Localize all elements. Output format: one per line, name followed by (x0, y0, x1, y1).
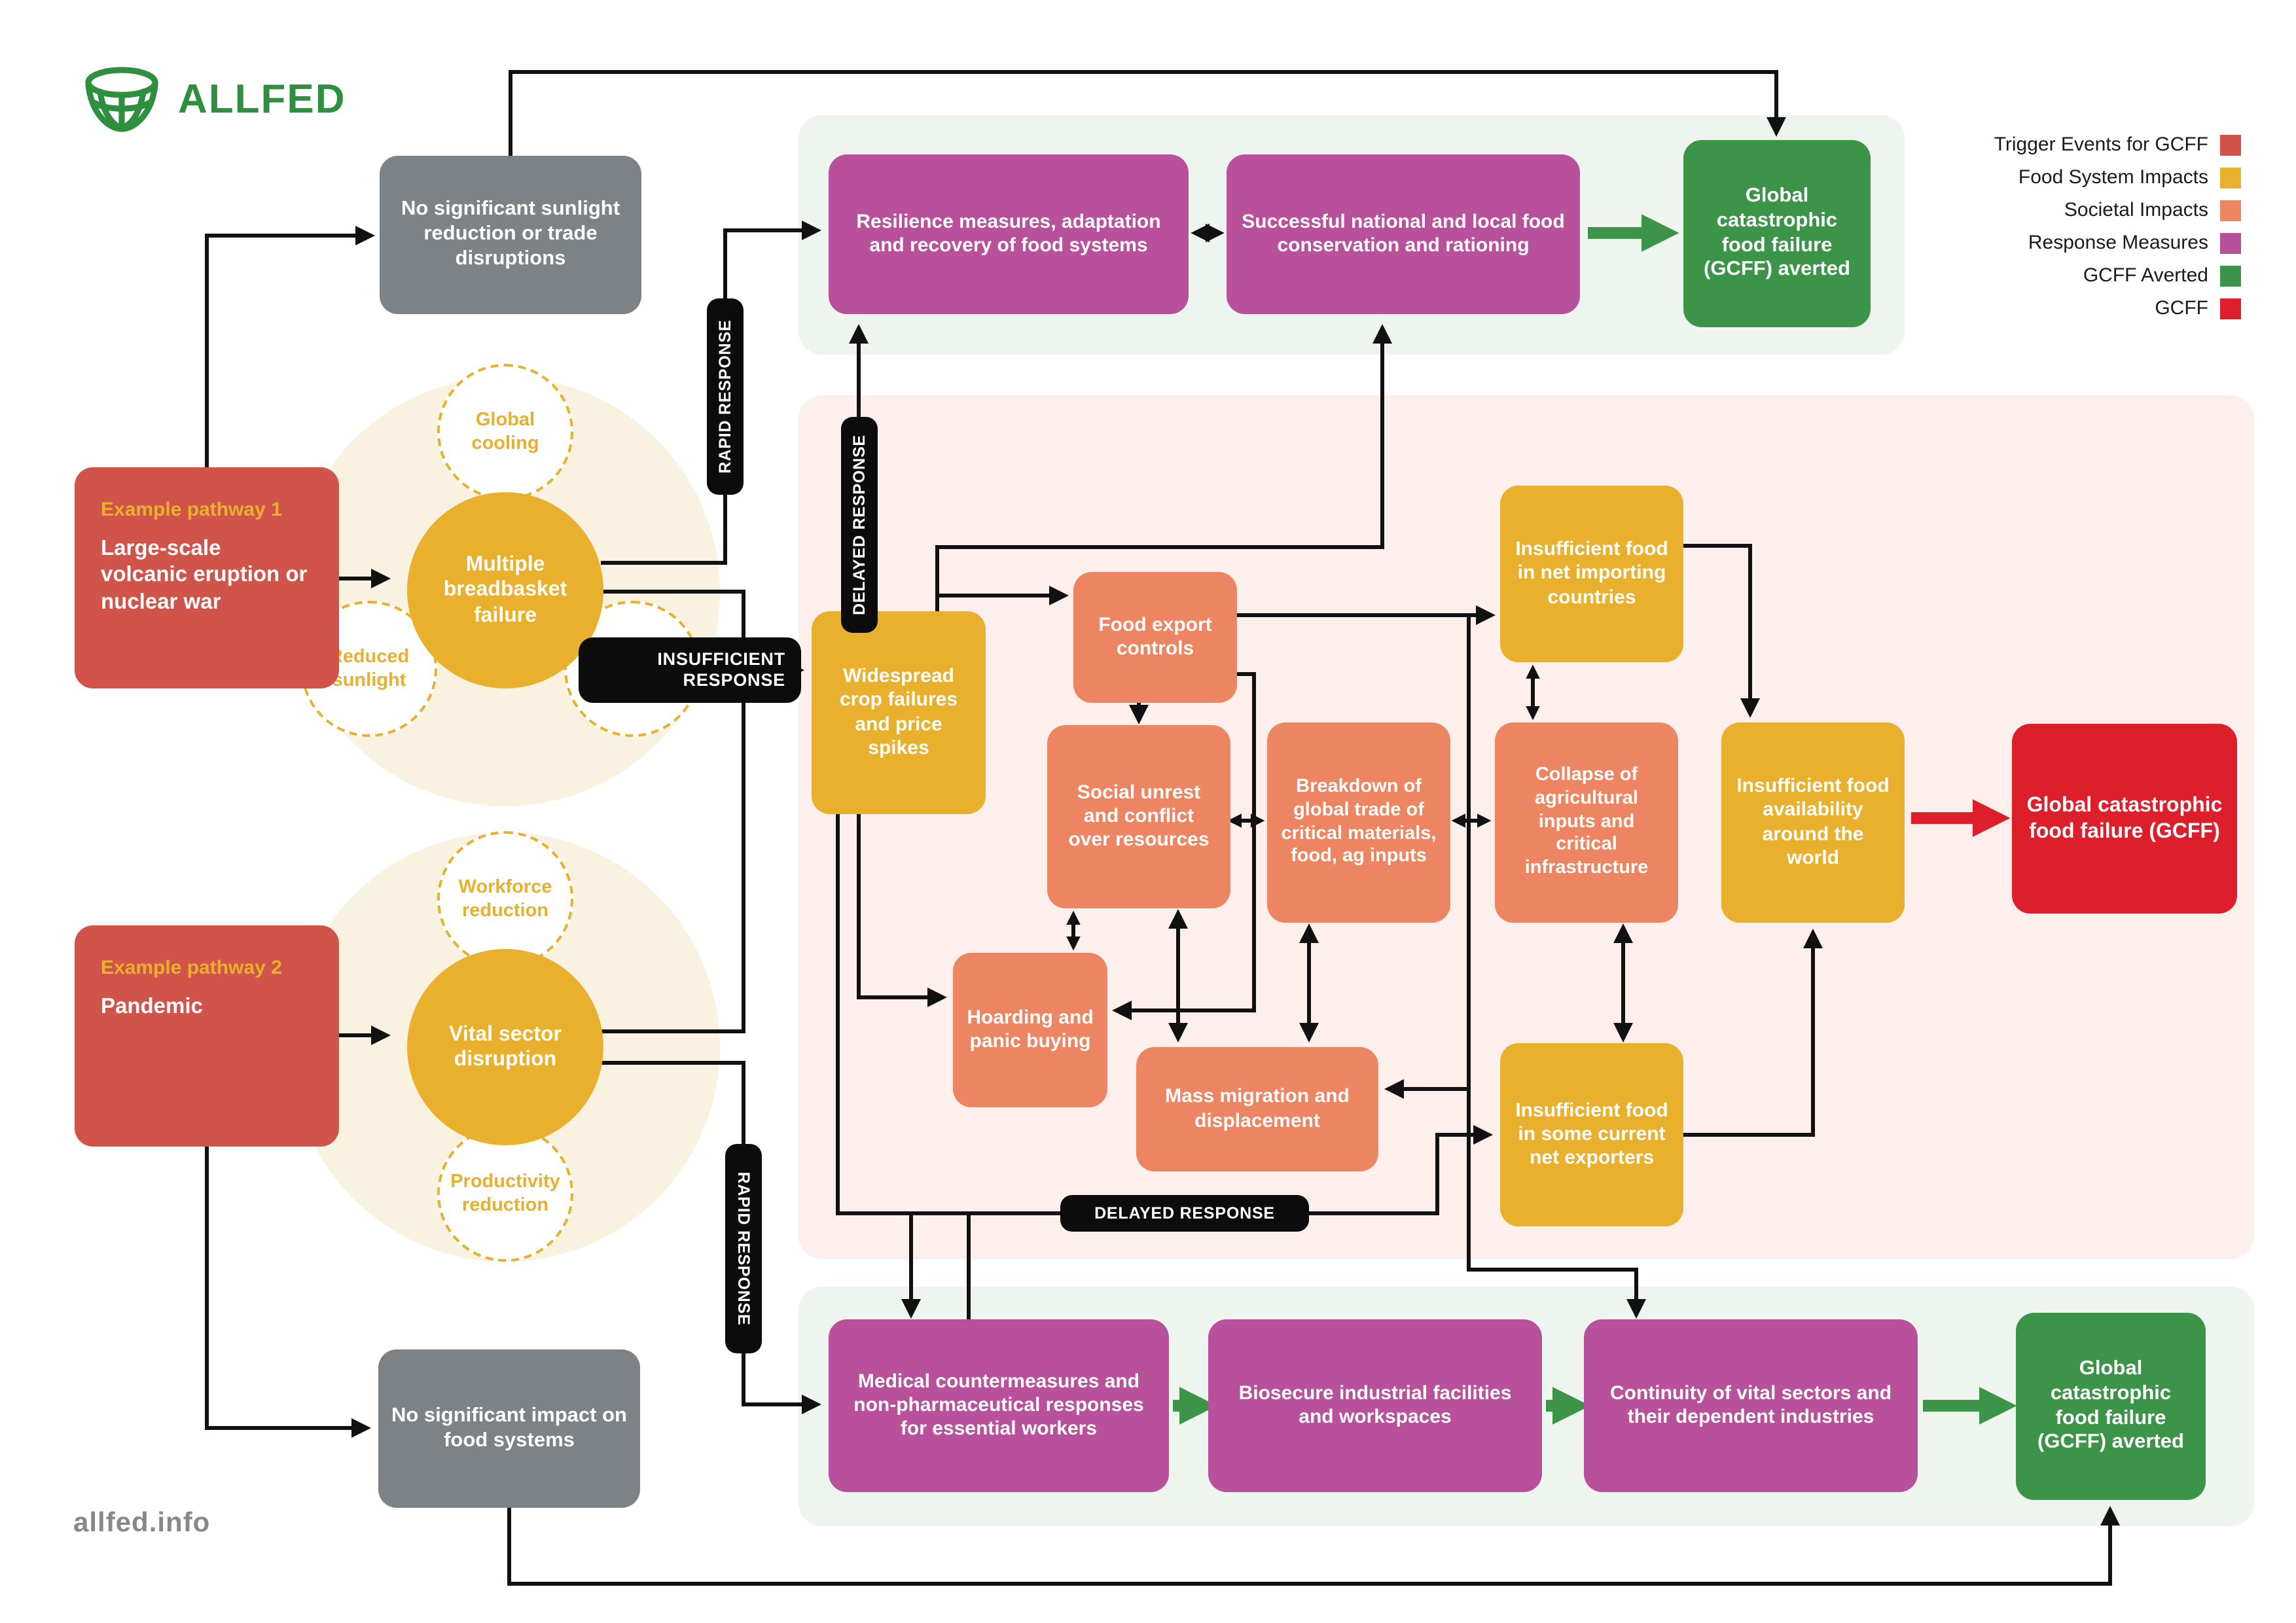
node-example-pathway-2: Example pathway 2 Pandemic (75, 925, 339, 1147)
pill-label: DELAYED RESPONSE (850, 435, 869, 615)
node-label: Medical countermeasures and non-pharmace… (853, 1370, 1144, 1440)
node-continuity-vital-sectors: Continuity of vital sectors and their de… (1584, 1319, 1918, 1492)
node-label: Insufficient food in some current net ex… (1515, 1099, 1668, 1169)
pill-rapid-response-top: RAPID RESPONSE (707, 298, 744, 495)
satellite-label: Global cooling (471, 409, 539, 454)
node-agri-collapse: Collapse of agricultural inputs and crit… (1495, 722, 1678, 923)
satellite-label: Productivity reduction (450, 1171, 560, 1216)
legend-swatch (2220, 134, 2241, 155)
legend-label: Societal Impacts (2064, 199, 2208, 221)
legend-row: Food System Impacts (1994, 166, 2241, 188)
legend-swatch (2220, 167, 2241, 188)
node-label: No significant sunlight reduction or tra… (401, 198, 620, 270)
legend-swatch (2220, 200, 2241, 221)
node-example-pathway-1: Example pathway 1 Large-scale volcanic e… (75, 467, 339, 688)
pill-delayed-response-vertical: DELAYED RESPONSE (841, 417, 878, 633)
node-label: Biosecure industrial facilities and work… (1238, 1382, 1512, 1428)
node-food-conservation: Successful national and local food conse… (1227, 154, 1580, 314)
node-no-impact-food-systems: No significant impact on food systems (378, 1349, 640, 1508)
node-label: Mass migration and displacement (1165, 1085, 1350, 1132)
satellite-label: Reduced sunlight (329, 646, 410, 691)
node-label: Social unrest and conflict over resource… (1068, 781, 1210, 851)
node-label: Successful national and local food conse… (1242, 210, 1565, 257)
node-insufficient-exporters: Insufficient food in some current net ex… (1500, 1043, 1683, 1226)
legend-swatch (2220, 265, 2241, 286)
pill-rapid-response-bottom: RAPID RESPONSE (725, 1144, 762, 1353)
node-vital-sector-disruption: Vital sector disruption (407, 949, 603, 1145)
allfed-logo: ALLFED (84, 65, 346, 134)
node-label: Resilience measures, adaptation and reco… (856, 210, 1161, 257)
site-url: allfed.info (73, 1508, 211, 1538)
legend-row: Societal Impacts (1994, 199, 2241, 221)
node-gcff-averted-bottom: Global catastrophic food failure (GCFF) … (2016, 1313, 2206, 1500)
node-no-sunlight-reduction: No significant sunlight reduction or tra… (380, 156, 641, 314)
legend-swatch (2220, 232, 2241, 253)
legend-swatch (2220, 298, 2241, 319)
node-gcff-averted-top: Global catastrophic food failure (GCFF) … (1683, 140, 1871, 327)
node-trade-breakdown: Breakdown of global trade of critical ma… (1267, 722, 1450, 923)
node-label: Breakdown of global trade of critical ma… (1281, 776, 1437, 867)
node-insufficient-availability: Insufficient food availability around th… (1721, 722, 1905, 923)
node-label: Vital sector disruption (449, 1023, 562, 1071)
node-label: Continuity of vital sectors and their de… (1609, 1382, 1892, 1428)
legend-row: GCFF Averted (1994, 264, 2241, 287)
node-gcff: Global catastrophic food failure (GCFF) (2012, 724, 2237, 914)
node-social-unrest: Social unrest and conflict over resource… (1047, 725, 1230, 908)
node-label: Insufficient food in net importing count… (1515, 538, 1668, 609)
node-widespread-crop-failures: Widespread crop failures and price spike… (812, 611, 986, 814)
node-insufficient-importing: Insufficient food in net importing count… (1500, 486, 1683, 662)
node-multiple-breadbasket-failure: Multiple breadbasket failure (407, 492, 603, 688)
node-medical-countermeasures: Medical countermeasures and non-pharmace… (829, 1319, 1169, 1492)
pill-label-line1: INSUFFICIENT (657, 649, 785, 669)
node-label: Food export controls (1098, 613, 1212, 660)
node-label: Global catastrophic food failure (GCFF) … (1704, 184, 1850, 281)
pill-label: DELAYED RESPONSE (1094, 1204, 1275, 1222)
legend-label: GCFF (2155, 297, 2208, 319)
pathway-title: Large-scale volcanic eruption or nuclear… (101, 536, 308, 615)
pill-label: RAPID RESPONSE (734, 1171, 753, 1326)
brand-name: ALLFED (178, 76, 346, 122)
legend-row: Response Measures (1994, 232, 2241, 254)
pathway-title: Pandemic (101, 994, 203, 1018)
node-label: Multiple breadbasket failure (443, 554, 567, 627)
legend-label: Response Measures (2028, 232, 2208, 254)
legend-label: Trigger Events for GCFF (1994, 134, 2208, 156)
legend: Trigger Events for GCFF Food System Impa… (1994, 134, 2241, 330)
satellite-workforce-reduction: Workforce reduction (437, 831, 573, 967)
pill-insufficient-response: INSUFFICIENT RESPONSE (579, 637, 801, 703)
node-label: Hoarding and panic buying (967, 1006, 1094, 1052)
node-label: Insufficient food availability around th… (1736, 774, 1890, 869)
node-label: Widespread crop failures and price spike… (839, 664, 958, 759)
legend-row: GCFF (1994, 297, 2241, 319)
node-resilience-measures: Resilience measures, adaptation and reco… (829, 154, 1189, 314)
pill-delayed-response-horizontal: DELAYED RESPONSE (1060, 1195, 1309, 1232)
satellite-label: Workforce reduction (458, 876, 552, 921)
satellite-productivity-reduction: Productivity reduction (437, 1126, 573, 1262)
node-label: Collapse of agricultural inputs and crit… (1524, 764, 1649, 879)
allfed-logo-icon (85, 67, 158, 132)
legend-label: GCFF Averted (2083, 264, 2208, 287)
satellite-global-cooling: Global cooling (437, 364, 573, 500)
node-food-export-controls: Food export controls (1073, 572, 1237, 703)
node-label: Global catastrophic food failure (GCFF) (2026, 794, 2223, 842)
legend-label: Food System Impacts (2018, 166, 2208, 188)
pathway-label: Example pathway 2 (101, 957, 282, 979)
node-biosecure-facilities: Biosecure industrial facilities and work… (1208, 1319, 1542, 1492)
legend-row: Trigger Events for GCFF (1994, 134, 2241, 156)
node-label: No significant impact on food systems (391, 1404, 627, 1451)
node-label: Global catastrophic food failure (GCFF) … (2037, 1357, 2184, 1454)
pill-label-line2: RESPONSE (683, 670, 785, 690)
node-mass-migration: Mass migration and displacement (1136, 1047, 1378, 1171)
pathway-label: Example pathway 1 (101, 499, 282, 521)
pill-label: RAPID RESPONSE (716, 319, 734, 474)
node-hoarding: Hoarding and panic buying (953, 953, 1107, 1107)
